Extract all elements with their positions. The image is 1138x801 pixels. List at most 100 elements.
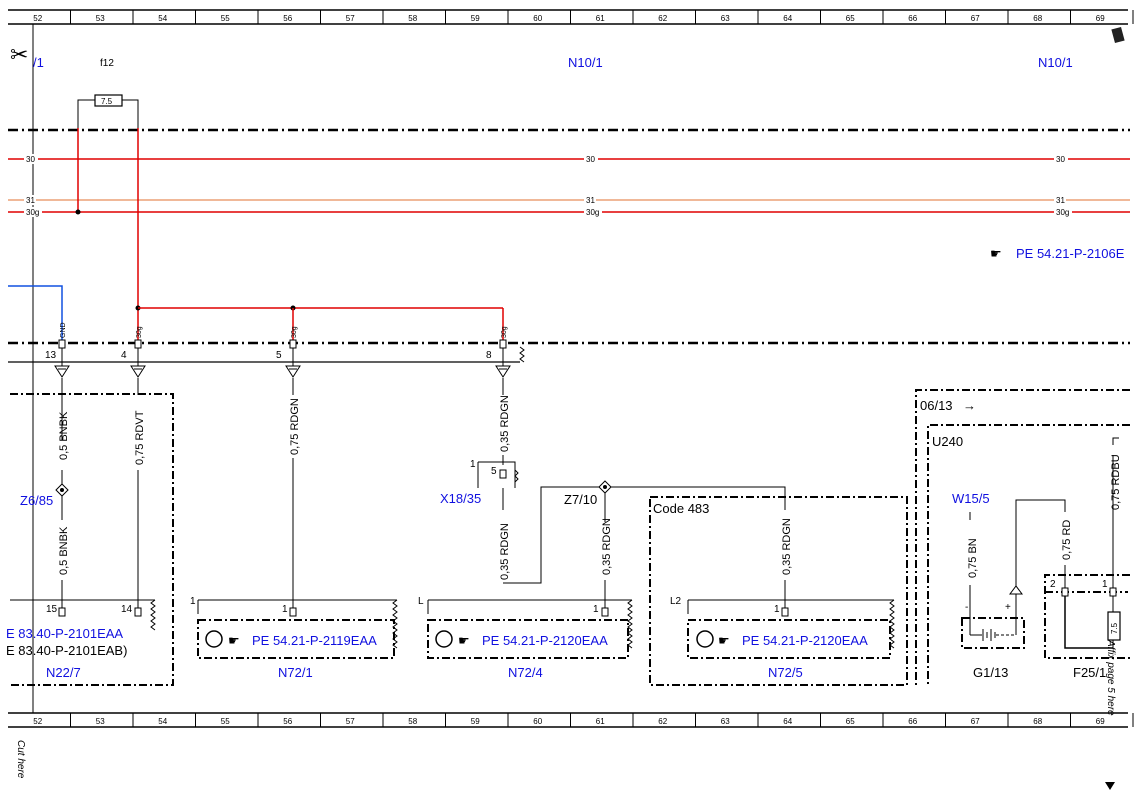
module-n22: 15 14 E 83.40-P-2101EAA E 83.40-P-2101EA… — [6, 393, 174, 686]
bottom-ruler-number: 57 — [346, 717, 355, 726]
svg-text:2: 2 — [1050, 579, 1056, 590]
bottom-ruler-number: 61 — [596, 717, 605, 726]
module-label-right[interactable]: N10/1 — [1038, 55, 1073, 70]
svg-text:30: 30 — [586, 155, 595, 164]
page-corner-icon — [1111, 26, 1125, 44]
svg-text:1: 1 — [282, 604, 288, 615]
ref-top-right[interactable]: PE 54.21-P-2106E — [1016, 246, 1125, 261]
ref-n22-a[interactable]: E 83.40-P-2101EAA — [6, 626, 123, 641]
cut-here-label: Cut here — [15, 740, 26, 779]
wire-label: 0,35 RDGN — [499, 395, 511, 452]
module-label-left[interactable]: /1 — [33, 55, 44, 70]
scissors-icon: ✂ — [10, 42, 28, 67]
affix-here-label: Affix page 5 here — [1105, 639, 1116, 716]
x18-pin1: 1 — [470, 459, 476, 470]
top-ruler-number: 53 — [96, 14, 105, 23]
top-ruler-number: 68 — [1033, 14, 1042, 23]
bottom-ruler-number: 54 — [158, 717, 167, 726]
n72-4-label[interactable]: N72/4 — [508, 665, 543, 680]
fuse-f25 — [1107, 611, 1121, 641]
svg-text:1: 1 — [1102, 579, 1108, 590]
bottom-ruler-number: 52 — [33, 717, 42, 726]
arrow-right-icon: → — [963, 398, 976, 413]
x18-label[interactable]: X18/35 — [440, 491, 481, 506]
wire-label: 0,35 RDGN — [601, 518, 613, 575]
top-ruler-number: 55 — [221, 14, 230, 23]
bottom-ruler-number: 63 — [721, 717, 730, 726]
fuse-rating: 7.5 — [101, 97, 113, 106]
module-label-center[interactable]: N10/1 — [568, 55, 603, 70]
ref-n72-5[interactable]: PE 54.21-P-2120EAA — [742, 633, 868, 648]
svg-text:L2: L2 — [670, 596, 682, 607]
wire-label: 0,5 BNBK — [58, 526, 70, 575]
top-ruler-number: 65 — [846, 14, 855, 23]
bottom-ruler-number: 67 — [971, 717, 980, 726]
svg-text:1: 1 — [774, 604, 780, 615]
top-ruler-number: 69 — [1096, 14, 1105, 23]
connector-pin-number: 5 — [276, 350, 282, 361]
wire-label: 0,5 BNBK — [58, 411, 70, 460]
n22-label[interactable]: N22/7 — [46, 665, 81, 680]
z7-label: Z7/10 — [564, 492, 597, 507]
bottom-ruler-number: 55 — [221, 717, 230, 726]
hand-pointer-icon: ☛ — [458, 633, 470, 648]
svg-text:-: - — [965, 602, 968, 613]
hand-pointer-icon: ☛ — [228, 633, 240, 648]
wire-label: 0,75 RD — [1061, 520, 1073, 560]
svg-text:15: 15 — [46, 604, 58, 615]
z6-label[interactable]: Z6/85 — [20, 493, 53, 508]
gnd-wire — [8, 285, 63, 340]
n72-1-label[interactable]: N72/1 — [278, 665, 313, 680]
svg-text:1: 1 — [593, 604, 599, 615]
arrow-down-icon — [1105, 782, 1115, 790]
top-ruler-number: 60 — [533, 14, 542, 23]
w15-label[interactable]: W15/5 — [952, 491, 990, 506]
top-ruler-number: 67 — [971, 14, 980, 23]
transistor-icon — [205, 630, 223, 648]
bus-31: 31 31 31 — [8, 195, 1130, 205]
bottom-ruler-number: 59 — [471, 717, 480, 726]
transistor-icon — [435, 630, 453, 648]
svg-text:7.5: 7.5 — [1110, 622, 1119, 634]
top-ruler-number: 59 — [471, 14, 480, 23]
wire-label: 0,75 RDVT — [134, 410, 146, 465]
connector-tap-label: 30g — [136, 326, 143, 338]
transistor-icon — [696, 630, 714, 648]
bottom-ruler-number: 68 — [1033, 717, 1042, 726]
fuse-box-f25 — [1044, 574, 1130, 659]
ref-n72-1[interactable]: PE 54.21-P-2119EAA — [252, 633, 377, 648]
g1-label: G1/13 — [973, 665, 1008, 680]
connector-tap-label: 30g — [291, 326, 298, 338]
code-483-box — [649, 496, 908, 686]
top-ruler-number: 61 — [596, 14, 605, 23]
module-n72-4: L 1 ☛ PE 54.21-P-2120EAA N72/4 — [418, 596, 633, 680]
n72-5-label[interactable]: N72/5 — [768, 665, 803, 680]
connector-tap-label: 30g — [501, 326, 508, 338]
top-ruler-number: 56 — [283, 14, 292, 23]
svg-text:14: 14 — [121, 604, 133, 615]
code-label: Code 483 — [653, 501, 709, 516]
bottom-ruler-number: 69 — [1096, 717, 1105, 726]
bottom-ruler-number: 53 — [96, 717, 105, 726]
svg-text:31: 31 — [26, 196, 35, 205]
top-ruler-number: 54 — [158, 14, 167, 23]
top-ruler-number: 64 — [783, 14, 792, 23]
fuse-name: f12 — [100, 58, 114, 69]
ref-n72-4[interactable]: PE 54.21-P-2120EAA — [482, 633, 608, 648]
top-ruler-number: 58 — [408, 14, 417, 23]
bottom-ruler-number: 58 — [408, 717, 417, 726]
top-ruler-number: 62 — [658, 14, 667, 23]
wire-label: 0,75 BN — [967, 538, 979, 578]
u240-label: U240 — [932, 434, 963, 449]
svg-text:L: L — [418, 596, 424, 607]
wire-label: 0,35 RDGN — [781, 518, 793, 575]
hand-pointer-icon: ☛ — [990, 246, 1002, 261]
svg-text:31: 31 — [1056, 196, 1065, 205]
date-flag: 06/13 — [920, 398, 953, 413]
ref-n22-b: E 83.40-P-2101EAB) — [6, 643, 127, 658]
module-n72-5: L2 1 ☛ PE 54.21-P-2120EAA N72/5 — [670, 596, 895, 680]
